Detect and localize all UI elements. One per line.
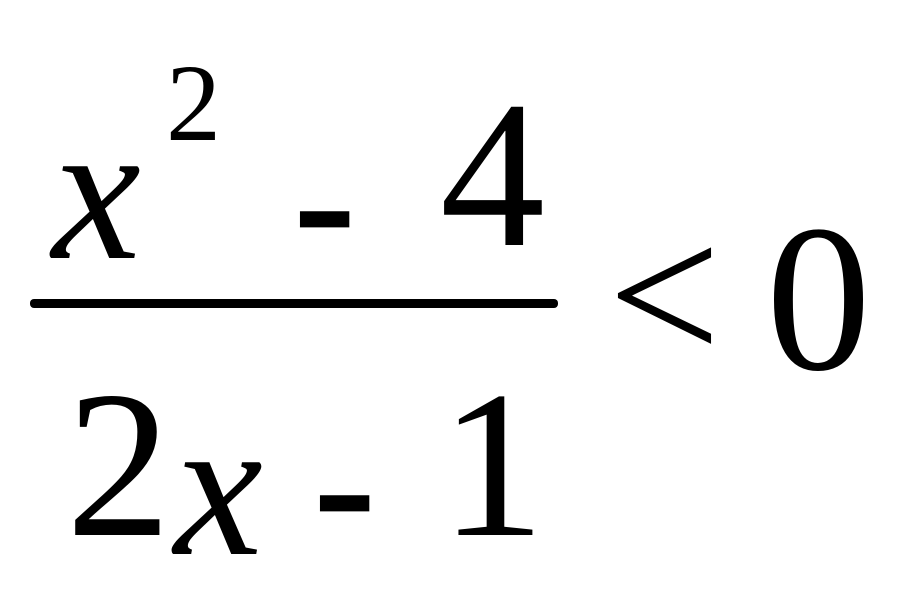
- numerator-variable: x: [52, 81, 141, 302]
- fraction-bar: [30, 299, 558, 308]
- numerator-minus: -: [293, 96, 357, 306]
- right-hand-side: 0: [766, 183, 871, 415]
- numerator-exponent: 2: [166, 42, 221, 164]
- denominator-coefficient: 2: [66, 349, 171, 581]
- denominator-constant: 1: [440, 349, 545, 581]
- less-than-sign: <: [608, 185, 721, 406]
- numerator-constant: 4: [440, 59, 545, 291]
- inequality-expression: x 2 - 4 2 x - 1 < 0: [30, 42, 871, 588]
- denominator-variable: x: [174, 377, 263, 598]
- denominator-minus: -: [313, 380, 377, 590]
